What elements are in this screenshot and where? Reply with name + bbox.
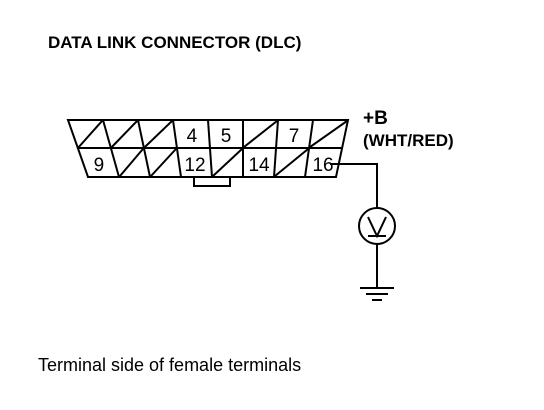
pin-label: 9 — [94, 155, 105, 176]
top-row-cell: 4 — [187, 119, 211, 149]
voltmeter-v-symbol — [367, 216, 387, 239]
cell-divider — [273, 147, 278, 178]
pin-label: 4 — [187, 126, 198, 147]
empty-cavity-slash — [243, 120, 278, 148]
empty-cavity-slash — [111, 120, 138, 148]
cell-divider — [172, 119, 178, 149]
voltmeter — [358, 207, 396, 245]
wire-label-plus-b: +B — [363, 108, 388, 129]
cell-divider — [175, 147, 182, 178]
top-row-cell — [144, 119, 178, 149]
bottom-row-cell: 12 — [184, 147, 213, 178]
bottom-row-cell: 16 — [312, 155, 333, 176]
cell-divider — [304, 147, 311, 178]
cell-divider — [308, 119, 314, 149]
pin-label: 16 — [312, 155, 333, 176]
top-row-cell — [309, 120, 348, 148]
top-row-cell — [111, 119, 145, 149]
top-row-cell — [78, 119, 112, 149]
bottom-row-cell — [150, 147, 182, 178]
bottom-row-cell: 9 — [94, 147, 120, 178]
cell-divider — [102, 119, 112, 149]
empty-cavity-slash — [78, 120, 103, 148]
cell-divider — [208, 147, 213, 178]
empty-cavity-slash — [212, 148, 243, 177]
connector-top-row: 4 5 7 — [78, 119, 348, 149]
cell-divider — [109, 147, 120, 178]
top-row-cell — [243, 119, 279, 149]
empty-cavity-slash — [274, 148, 309, 177]
empty-cavity-slash — [119, 148, 144, 177]
cell-divider — [275, 119, 279, 149]
diagram-title: DATA LINK CONNECTOR (DLC) — [48, 33, 301, 52]
empty-cavity-slash — [150, 148, 177, 177]
bottom-row-cell — [119, 147, 151, 178]
pin-label: 14 — [248, 155, 270, 176]
pin-label: 12 — [184, 155, 205, 176]
bottom-row-cell — [274, 147, 311, 178]
cell-divider — [207, 119, 211, 149]
empty-cavity-slash — [144, 120, 173, 148]
wire-pin16 — [330, 163, 378, 208]
connector-bottom-row: 9 12 14 16 — [94, 147, 334, 178]
top-row-cell: 5 — [221, 120, 244, 148]
top-row-cell: 7 — [289, 119, 314, 149]
caption: Terminal side of female terminals — [38, 355, 301, 375]
cell-divider — [142, 147, 151, 178]
empty-cavity-slash — [309, 120, 348, 148]
connector-lock-tab — [193, 177, 231, 187]
bottom-row-cell — [212, 148, 244, 177]
wire-label-color: (WHT/RED) — [363, 131, 454, 150]
cell-divider — [137, 119, 145, 149]
pin-label: 5 — [221, 126, 232, 147]
ground-symbol — [360, 244, 394, 301]
pin-label: 7 — [289, 126, 300, 147]
bottom-row-cell: 14 — [248, 147, 278, 178]
